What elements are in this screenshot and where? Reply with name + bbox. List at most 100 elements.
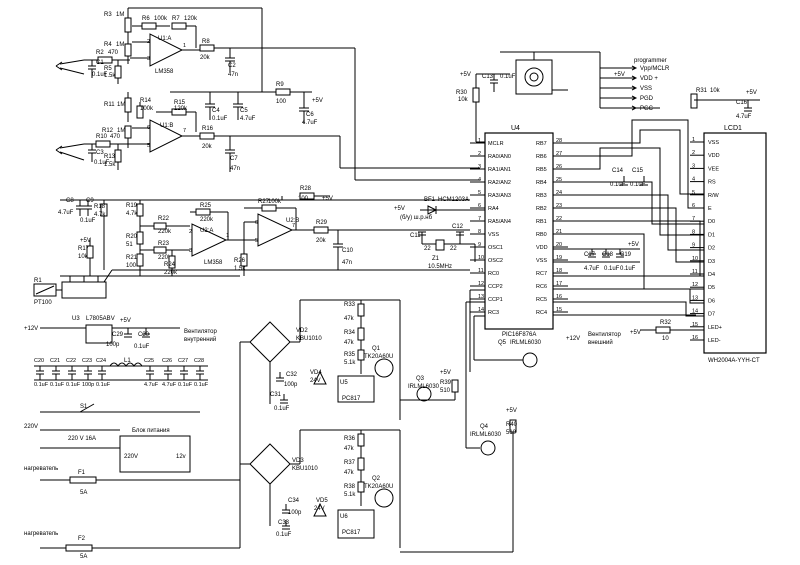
r27-ref: R27 — [258, 199, 270, 205]
c16-val: 4.7uF — [736, 114, 752, 120]
u4-pin-number: 7 — [478, 216, 481, 222]
buzzer-and-crystal: BF1 HCM1203A +5V (б/у) ш.р.нб Z1 10.5MHz… — [394, 197, 485, 270]
svg-text:7: 7 — [183, 128, 186, 134]
u4-pin-label: RB5 — [536, 167, 547, 173]
q2-part: TK20A60U — [364, 484, 393, 490]
c30-val: 0.1uF — [134, 344, 150, 350]
lcd-pin-label: D4 — [708, 272, 715, 278]
lcd-pin-number: 9 — [692, 243, 695, 249]
r27-val: 100k — [268, 199, 282, 205]
u2a-part: LM358 — [204, 260, 223, 266]
fan-outer-line1: Вентилятор — [588, 332, 622, 338]
q4-ref: Q4 — [480, 424, 489, 430]
lcd-pin-label: D5 — [708, 285, 715, 291]
c3-ref: C3 — [96, 150, 104, 156]
r36-ref: R36 — [344, 436, 356, 442]
l1-ref: L1 — [124, 358, 131, 364]
u5-ref: U5 — [340, 380, 348, 386]
c5-val: 4.7uF — [240, 116, 256, 122]
svg-text:3: 3 — [189, 248, 192, 254]
r26-val: 1.5k — [234, 266, 246, 272]
u4-pin-label: RC3 — [488, 310, 499, 316]
lcd-pin-number: 1 — [692, 137, 695, 143]
r37-val: 47k — [344, 470, 355, 476]
q3-ref: Q3 — [416, 376, 425, 382]
u4-pin-label: VSS — [488, 232, 499, 238]
u4-pin-number: 11 — [478, 268, 484, 274]
lcd-pin-number: 14 — [692, 309, 698, 315]
r11-ref: R11 — [104, 102, 115, 108]
rail-5v-r32: +5V — [630, 330, 641, 336]
r8-ref: R8 — [202, 39, 210, 45]
vd2-part: KBU1010 — [296, 336, 322, 342]
mains-label: 220V — [24, 424, 38, 430]
u1b-ref: U1:B — [160, 123, 173, 129]
u4-pin-label: RC0 — [488, 271, 499, 277]
r1-ref: R1 — [34, 278, 42, 284]
svg-text:6: 6 — [255, 220, 258, 226]
r22-val: 220k — [158, 229, 172, 235]
u4-pin-number: 15 — [556, 307, 562, 313]
mcu-reset-network: R30 10k +5V C13 0.1uF — [456, 51, 601, 143]
channel-1-amplifier: R3 1M R4 1M R6 100k R7 120k 231 U1:A LM3… — [55, 7, 480, 181]
u4-pin-label: VDD — [536, 245, 548, 251]
u4-pin-label: MCLR — [488, 141, 504, 147]
u4-pin-number: 20 — [556, 242, 562, 248]
u4-right-pins: 28RB727RB626RB525RB424RB323RB222RB121RB0… — [536, 138, 568, 316]
u4-pin-number: 18 — [556, 268, 562, 274]
c13-ref: C13 — [482, 74, 494, 80]
filter-cap-val: 0.1uF — [96, 382, 111, 388]
c17-ref: C17 — [584, 252, 596, 258]
power-filter: U3 L7805ABV +12V +5V C29 100p C30 0.1uF … — [24, 316, 218, 388]
filter-cap-ref: C25 — [144, 358, 154, 364]
r16-val: 20k — [202, 144, 213, 150]
u6-part: PC817 — [342, 530, 361, 536]
r13-val: 1.5k — [104, 162, 116, 168]
u4-part: PIC16F876A — [502, 332, 536, 338]
c8-ref: C8 — [66, 198, 74, 204]
programmer-arrow — [631, 85, 638, 91]
rail-5v-r17: +5V — [80, 238, 91, 244]
lcd-pin-label: D2 — [708, 246, 715, 252]
lcd-pin-label: VDD — [708, 153, 720, 159]
c6-val: 4.7uF — [302, 120, 318, 126]
filter-cap-val: 0.1uF — [178, 382, 193, 388]
c29-val: 100p — [106, 342, 120, 348]
programmer-line-label: PGD — [640, 96, 654, 102]
u4-pin-number: 25 — [556, 177, 562, 183]
rail-12v-u3: +12V — [24, 326, 38, 332]
q4-part: IRLML6030 — [470, 432, 502, 438]
u4-pin-number: 21 — [556, 229, 562, 235]
filter-cap-val: 100p — [82, 382, 94, 388]
u4-pin-number: 28 — [556, 138, 562, 144]
bf1-part: HCM1203A — [438, 197, 469, 203]
lcd-pin-label: R/W — [708, 193, 720, 199]
svg-text:5: 5 — [147, 143, 150, 149]
svg-text:5: 5 — [255, 238, 258, 244]
rail-5v-q3: +5V — [440, 370, 451, 376]
r28-ref: R28 — [300, 186, 312, 192]
r33-ref: R33 — [344, 302, 356, 308]
svg-text:7: 7 — [292, 223, 295, 229]
lcd-pin-number: 6 — [692, 203, 695, 209]
filter-cap-val: 0.1uF — [34, 382, 49, 388]
u4-pin-number: 2 — [478, 151, 481, 157]
programmer-arrow — [631, 75, 638, 81]
svg-text:1: 1 — [183, 43, 186, 49]
rail-5v-u3: +5V — [120, 318, 131, 324]
u5-part: PC817 — [342, 396, 361, 402]
s1-ref: S1 — [80, 404, 88, 410]
r35-val: 5.1k — [344, 360, 356, 366]
lcd-pin-number: 7 — [692, 216, 695, 222]
u3-part: L7805ABV — [86, 316, 115, 322]
r38-ref: R38 — [344, 484, 356, 490]
lcd-pin-label: D7 — [708, 312, 715, 318]
r5-ref: R5 — [104, 66, 112, 72]
u1a-part: LM358 — [155, 69, 174, 75]
psu-out: 12v — [176, 454, 186, 460]
u4-pin-label: RA2/AN2 — [488, 180, 511, 186]
r8-val: 20k — [200, 55, 211, 61]
lcd-pin-label: D6 — [708, 298, 715, 304]
